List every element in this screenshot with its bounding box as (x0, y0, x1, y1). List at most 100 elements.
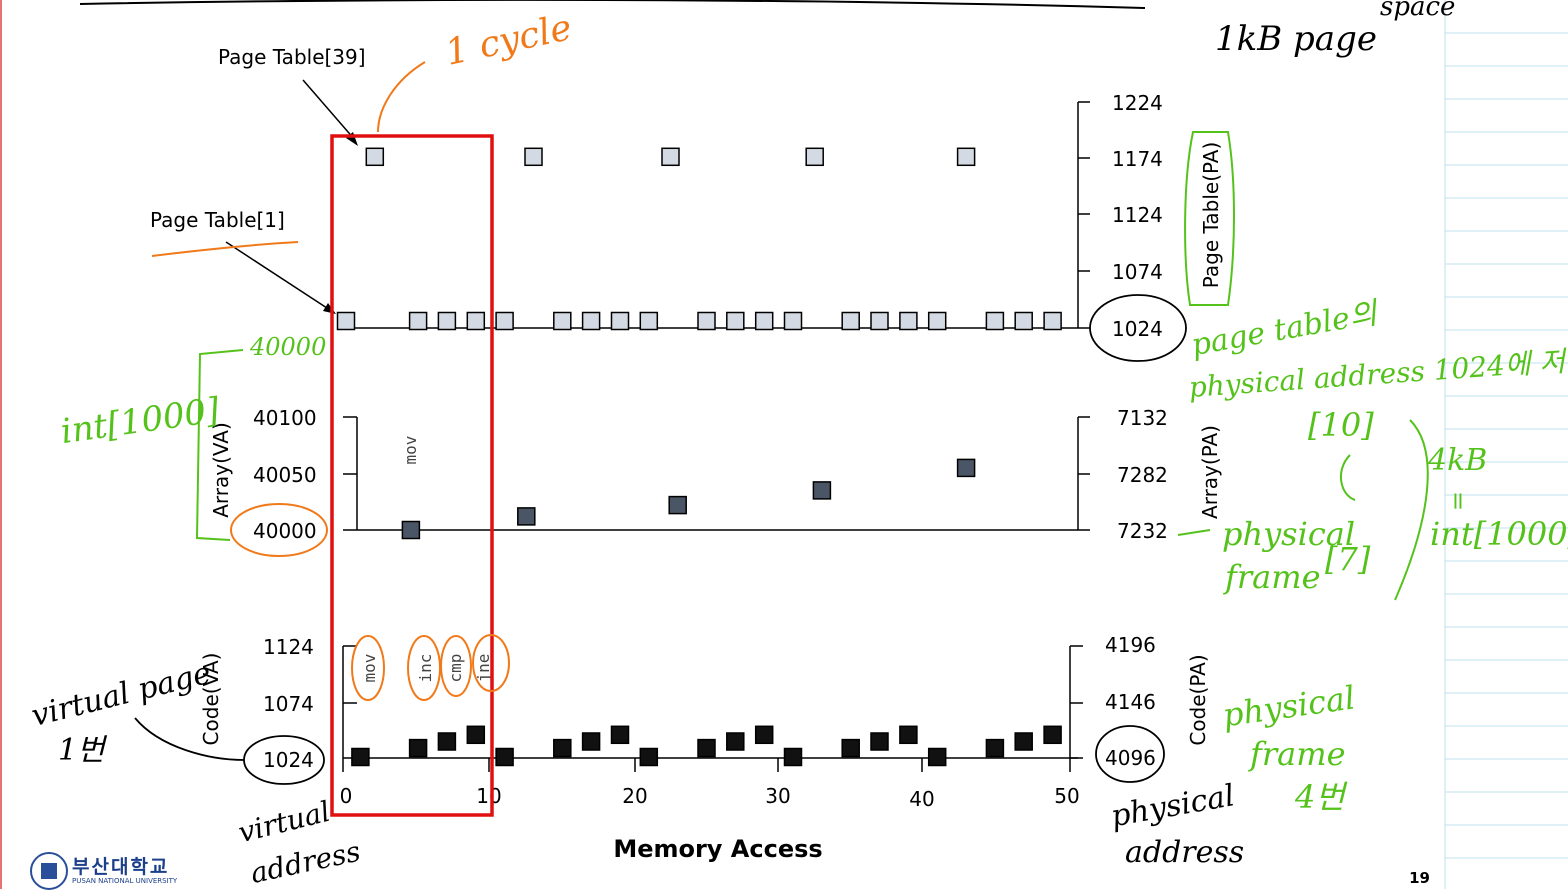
x-tick-label: 20 (622, 784, 647, 808)
code-data-point (1014, 732, 1033, 751)
code-right-tick: 4196 (1105, 633, 1156, 657)
arrow-head (323, 303, 336, 314)
annot-1kb-page: 1kB page (1215, 19, 1377, 59)
code-data-point (985, 738, 1005, 758)
code-ticks (343, 645, 1083, 772)
annot-seven: [7] (1325, 540, 1371, 578)
code-data-point (1043, 725, 1062, 745)
top-ink-stroke (79, 0, 1146, 9)
page-table-data-point (754, 311, 774, 331)
code-left-axis-label: Code(VA) (199, 653, 223, 746)
x-axis-label: Memory Access (613, 835, 822, 863)
code-data-point (783, 747, 803, 767)
array-left-tick: 40050 (253, 463, 317, 487)
notebook-lines (1444, 0, 1568, 889)
code-data-point (466, 725, 486, 745)
array-right-tick: 7132 (1117, 406, 1168, 430)
page-table-data-point (524, 147, 543, 167)
annot-int1000b: int[1000] (1430, 515, 1568, 553)
array-left-tick: 40100 (253, 406, 317, 430)
pa-1024-circle (1089, 294, 1187, 362)
instr-circle-jne (472, 634, 510, 692)
page-table-data-point (697, 311, 716, 331)
array-instr-mov: mov (401, 436, 420, 465)
page-table-data-point (805, 147, 824, 167)
annot-pf-frame: frame (1248, 735, 1346, 773)
annot-equals: = (1444, 491, 1472, 511)
code-data-point (726, 732, 745, 751)
va-40000-circle (230, 503, 328, 557)
pt-tick-label: 1124 (1112, 203, 1163, 227)
page-table-data-point (408, 311, 428, 331)
code-right-tick: 4146 (1105, 690, 1156, 714)
green-annotations (195, 131, 1429, 601)
pt-tick-label: 1074 (1112, 260, 1163, 284)
ten-seven-bracket (1340, 454, 1356, 501)
page-table-data-point (437, 311, 457, 331)
x-tick-label: 50 (1054, 784, 1079, 808)
x-tick-label: 0 (340, 784, 353, 808)
pa-4096-circle (1095, 725, 1165, 783)
arrow-head (346, 132, 358, 146)
annot-ten: [10] (1308, 406, 1374, 444)
code-data-point (351, 747, 370, 767)
code-data-point (697, 738, 716, 758)
page-table-data-point (985, 311, 1005, 331)
array-left-tick: 40000 (253, 519, 317, 543)
code-instr-inc: inc (416, 654, 435, 683)
array-data-point (401, 520, 421, 540)
code-left-tick: 1074 (263, 692, 314, 716)
one-cycle-highlight-box (330, 134, 494, 817)
array-pa-dash (1177, 529, 1211, 536)
x-tick-label: 10 (476, 784, 501, 808)
university-logo: 부산대학교 PUSAN NATIONAL UNIVERSITY (30, 852, 177, 890)
code-data-point (495, 747, 514, 767)
page-table-data-point (365, 147, 385, 167)
pt1-underline (151, 241, 299, 257)
instr-circle-inc (407, 635, 441, 701)
university-name-en: PUSAN NATIONAL UNIVERSITY (72, 876, 178, 885)
callout-page-table-39: Page Table[39] (218, 45, 366, 69)
array-data-point (956, 458, 976, 478)
page-table-data-point (956, 147, 976, 167)
code-data-point (639, 747, 659, 767)
x-tick-label: 40 (909, 787, 934, 811)
page-table-data-point (639, 311, 659, 331)
code-data-point (899, 725, 918, 745)
annot-physical-addr: physical (1108, 778, 1237, 834)
annot-virtual-page: virtual page (28, 656, 214, 734)
page-table-data-point (1043, 311, 1062, 331)
four-kb-bracket (1394, 419, 1429, 601)
array-ticks (343, 416, 1090, 531)
code-data-point (437, 732, 457, 751)
instr-circle-cmp (440, 635, 472, 697)
code-data-point (927, 747, 947, 767)
virtual-page-pointer (134, 717, 245, 761)
orange-annotations (151, 61, 510, 701)
page-table-data-point (927, 311, 947, 331)
instr-circle-mov (351, 635, 385, 701)
page-table-data-point (581, 311, 601, 331)
page-table-data-point (726, 311, 745, 331)
page-number: 19 (1409, 869, 1430, 887)
data-markers (336, 147, 1062, 767)
page-table-panel: 1224 1174 1124 1074 1024 Page Table(PA) … (150, 45, 1223, 341)
annot-address-addr: address (1125, 835, 1244, 870)
page-table-data-point (870, 311, 889, 331)
code-data-point (553, 738, 572, 758)
code-data-point (610, 725, 630, 745)
code-panel: 1124 1074 1024 4196 4146 4096 Code(VA) C… (199, 633, 1210, 863)
code-data-point (870, 732, 889, 751)
array-data-point (668, 495, 687, 515)
code-left-tick: 1124 (263, 635, 314, 659)
pt-right-axis-label: Page Table(PA) (1199, 142, 1223, 289)
array-right-tick: 7282 (1117, 463, 1168, 487)
array-right-tick: 7232 (1117, 519, 1168, 543)
array-right-axis-label: Array(PA) (1198, 425, 1222, 519)
pt-pa-label-loop (1184, 131, 1235, 306)
cycle-pointer-stroke (377, 61, 426, 133)
page-table-data-point (553, 311, 572, 331)
page-table-data-point (495, 311, 514, 331)
array-left-axis-label: Array(VA) (209, 422, 233, 518)
